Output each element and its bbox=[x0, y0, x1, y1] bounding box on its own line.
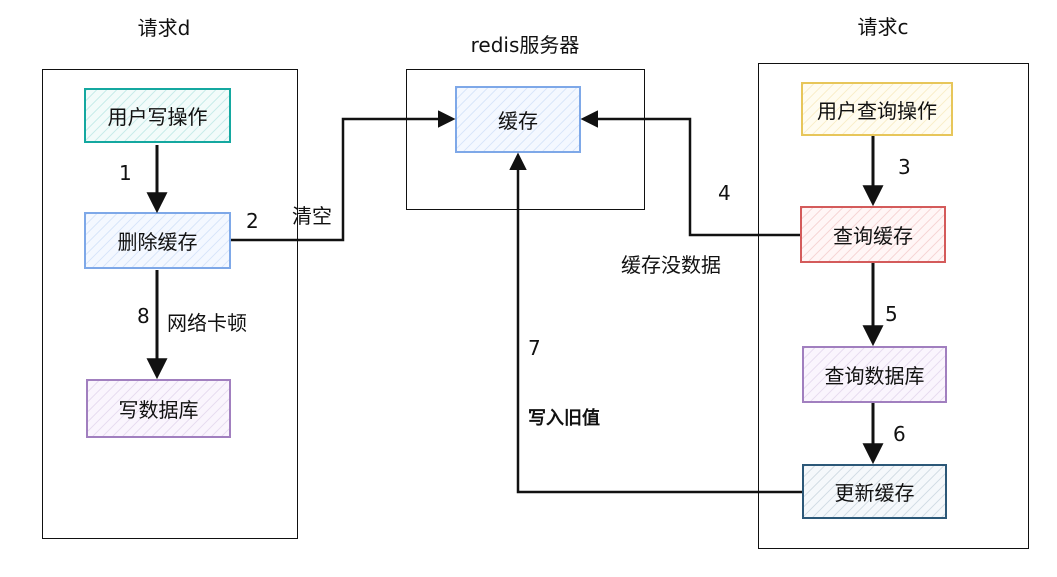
step-4-label: 4 bbox=[718, 181, 731, 205]
step-4-arrow bbox=[580, 110, 800, 237]
user-write-operation-box: 用户写操作 bbox=[84, 88, 231, 143]
request-d-title: 请求d bbox=[137, 16, 191, 40]
write-old-value-label: 写入旧值 bbox=[528, 408, 600, 429]
clear-cache-arrow bbox=[231, 110, 456, 242]
step-2-label: 2 bbox=[246, 209, 259, 233]
step-7-arrow bbox=[509, 152, 802, 494]
request-d-container bbox=[42, 69, 298, 539]
redis-server-title: redis服务器 bbox=[470, 33, 580, 57]
user-query-operation-box: 用户查询操作 bbox=[801, 82, 953, 136]
query-cache-box: 查询缓存 bbox=[800, 206, 946, 263]
step-6-label: 6 bbox=[893, 422, 906, 446]
delete-cache-box: 删除缓存 bbox=[84, 212, 231, 269]
query-database-box: 查询数据库 bbox=[802, 346, 947, 403]
step-8-label: 8 bbox=[137, 304, 150, 328]
cache-no-data-label: 缓存没数据 bbox=[621, 253, 721, 277]
request-c-title: 请求c bbox=[857, 15, 909, 39]
clear-label: 清空 bbox=[292, 204, 332, 228]
request-c-container bbox=[758, 63, 1029, 549]
step-5-label: 5 bbox=[885, 302, 898, 326]
cache-box: 缓存 bbox=[455, 86, 581, 153]
network-stall-label: 网络卡顿 bbox=[167, 311, 247, 335]
step-1-label: 1 bbox=[119, 161, 132, 185]
step-7-label: 7 bbox=[528, 336, 541, 360]
update-cache-box: 更新缓存 bbox=[802, 464, 947, 519]
write-database-box: 写数据库 bbox=[86, 379, 231, 438]
step-3-label: 3 bbox=[898, 155, 911, 179]
redis-server-container bbox=[406, 69, 645, 210]
